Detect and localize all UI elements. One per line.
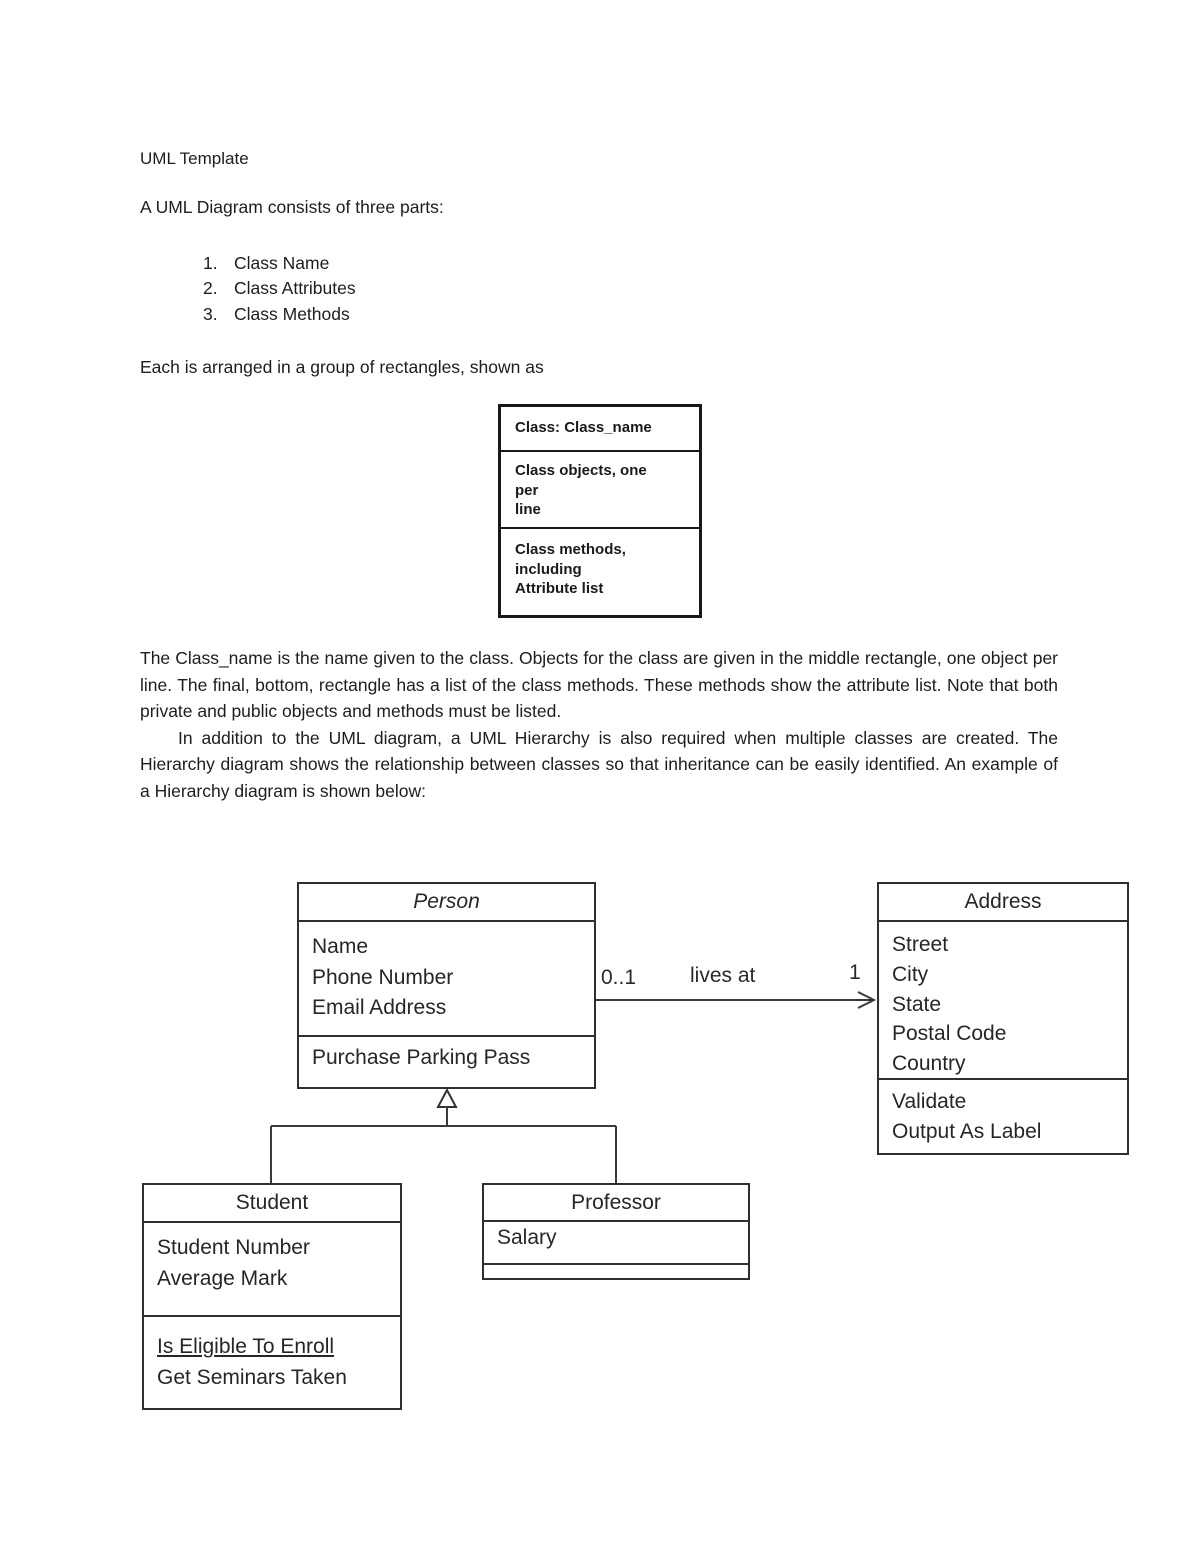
professor-methods-section [484, 1263, 748, 1278]
address-class-name: Address [964, 890, 1042, 913]
attribute-item: Postal Code [892, 1022, 1007, 1046]
student-methods-section: Is Eligible To Enroll Get Seminars Taken [144, 1315, 400, 1408]
association-arrowhead [857, 991, 877, 1009]
method-item: Validate [892, 1090, 967, 1113]
address-methods-section: Validate Output As Label [879, 1078, 1127, 1153]
method-item: Purchase Parking Pass [312, 1046, 531, 1069]
professor-class-box: Professor Salary [482, 1183, 750, 1280]
attribute-item: Average Mark [157, 1267, 288, 1290]
person-class-box: Person Name Phone Number Email Address P… [297, 882, 596, 1089]
method-item: Get Seminars Taken [157, 1366, 347, 1389]
association-from-multiplicity: 0..1 [601, 966, 637, 989]
attribute-item: Phone Number [312, 965, 454, 989]
address-attributes-section: Street City State Postal Code Country [879, 920, 1127, 1078]
attribute-item: Name [312, 935, 369, 958]
list-item-label: Class Attributes [234, 278, 356, 299]
person-attributes-section: Name Phone Number Email Address [299, 920, 594, 1035]
body-paragraphs: The Class_name is the name given to the … [140, 645, 1058, 805]
attribute-item: Student Number [157, 1236, 310, 1259]
list-item-label: Class Name [234, 253, 330, 273]
person-methods-section: Purchase Parking Pass [299, 1035, 594, 1087]
attribute-item: Email Address [312, 996, 447, 1019]
list-item-number: 1. [203, 253, 218, 273]
template-methods-section: Class methods, including Attribute list [501, 527, 699, 615]
student-class-box: Student Student Number Average Mark Is E… [142, 1183, 402, 1410]
student-attributes-section: Student Number Average Mark [144, 1221, 400, 1315]
method-item: Output As Label [892, 1120, 1042, 1143]
list-item-label: Class Methods [234, 303, 350, 324]
list-item: 3. Class Methods [203, 301, 356, 326]
paragraph-class-name: The Class_name is the name given to the … [140, 648, 1058, 722]
association-label: lives at [690, 964, 756, 987]
attribute-item: Street [892, 933, 949, 956]
attribute-item: City [892, 962, 929, 986]
parts-list: 1. Class Name 2. Class Attributes 3. Class … [203, 250, 356, 326]
list-item-number: 3. [203, 303, 218, 324]
doc-title: UML Template [140, 149, 249, 168]
inheritance-triangle [436, 1087, 458, 1108]
template-class-name-section: Class: Class_name [515, 419, 652, 436]
class-template-box: Class: Class_name Class objects, one per… [498, 404, 702, 618]
arranged-sentence: Each is arranged in a group of rectangle… [140, 357, 544, 377]
person-class-name: Person [413, 890, 480, 913]
attribute-item: Salary [497, 1226, 557, 1249]
intro-sentence: A UML Diagram consists of three parts: [140, 197, 444, 217]
professor-attributes-section: Salary [484, 1220, 748, 1263]
attribute-item: State [892, 992, 942, 1016]
address-class-box: Address Street City State Postal Code Co… [877, 882, 1129, 1155]
student-class-name: Student [235, 1191, 309, 1214]
paragraph-hierarchy: In addition to the UML diagram, a UML Hi… [140, 727, 1058, 801]
attribute-item: Country [892, 1052, 966, 1076]
method-item: Is Eligible To Enroll [157, 1335, 335, 1358]
association-to-multiplicity: 1 [849, 961, 861, 984]
list-item: 1. Class Name [203, 250, 356, 275]
list-item-number: 2. [203, 278, 218, 299]
list-item: 2. Class Attributes [203, 275, 356, 300]
template-objects-section: Class objects, one per line [501, 450, 699, 527]
professor-class-name: Professor [571, 1190, 661, 1214]
